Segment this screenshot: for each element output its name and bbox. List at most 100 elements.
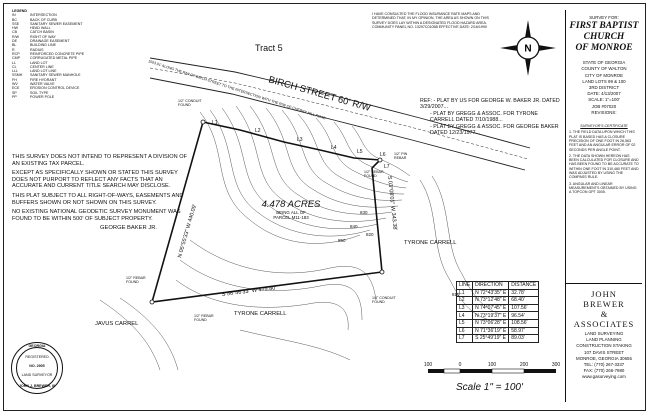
- firm-line-4: ASSOCIATES: [573, 319, 635, 329]
- references: REF: - PLAT BY US FOR GEORGE W. BAKER JR…: [420, 98, 560, 136]
- cell-distance: 32.78': [508, 288, 540, 298]
- legend-desc: CENTER LINE: [30, 64, 54, 69]
- addr-2: MONROE, GEORGIA 30655: [576, 355, 632, 361]
- cell-direction: N 74°07'45" E: [472, 303, 510, 313]
- tb-city: CITY OF MONROE: [584, 72, 624, 78]
- legend-abbr: BL: [12, 43, 17, 48]
- contour-label: 850: [338, 238, 346, 243]
- tb-county: COUNTY OF WALTON: [581, 66, 627, 72]
- north-arrow: N: [500, 20, 556, 76]
- tract-label: Tract 5: [255, 43, 283, 53]
- line-table-header: LINE DIRECTION DISTANCE: [455, 281, 540, 290]
- survey-notes: This survey does not intend to represent…: [12, 154, 190, 222]
- cell-direction: S 25°49'19" E: [472, 334, 510, 343]
- legend-abbr: FH: [12, 77, 17, 82]
- legend-abbr: CL: [12, 64, 17, 69]
- legend-abbr: LLL: [12, 69, 18, 74]
- north-letter: N: [524, 44, 531, 55]
- seal-name: JOHN J. BREWER, III: [19, 384, 55, 388]
- contour-line: [209, 109, 371, 237]
- legend-desc: FIRE HYDRANT: [30, 77, 57, 82]
- legend-abbr: CB: [12, 30, 17, 35]
- legend-desc: CORRUGATED METAL PIPE: [30, 56, 78, 61]
- scale-tick-label: 0: [459, 362, 462, 368]
- pin-label-ne: 1/2" REBAR FOUND: [364, 170, 384, 179]
- line-mark-l3: L3: [297, 137, 303, 143]
- seal-profession: LAND SURVEYOR: [21, 373, 53, 377]
- tel: TEL: (770) 267-3337: [583, 362, 625, 368]
- legend-desc: DRAINAGE EASEMENT: [30, 39, 70, 44]
- legend-desc: CATCH BASIN: [30, 30, 54, 35]
- legend-desc: INTERSECTION: [30, 13, 57, 18]
- legend-abbr: BC: [12, 17, 17, 22]
- seal-state: GEORGIA: [28, 344, 46, 348]
- line-mark-l6: L6: [380, 152, 386, 158]
- birch-street-row: [149, 57, 531, 171]
- svc-1: LAND SURVEYING: [584, 331, 624, 336]
- acreage-sub2: PARCEL M11-183: [273, 215, 309, 221]
- line-segment-labels: L1 L2 L3 L4 L5 L6 L7: [212, 120, 390, 170]
- property-boundary: [150, 121, 383, 303]
- legend-desc: RIGHT OF WAY: [30, 34, 56, 39]
- legend-abbr: LL: [12, 60, 16, 65]
- header-distance: DISTANCE: [508, 281, 540, 290]
- legend-desc: SANITARY SEWER MANHOLE: [30, 73, 81, 78]
- cell-direction: N 73°19'37" E: [472, 311, 510, 320]
- sheet-border: [3, 3, 646, 411]
- legend-abbr: DE: [12, 39, 17, 44]
- cell-direction: N 73°12'48" E: [472, 296, 510, 305]
- neighbor-tyrone-east: TYRONE CARRELL: [404, 240, 457, 246]
- firm-line-3: &: [600, 309, 608, 319]
- client-line-2: CHURCH: [583, 32, 625, 43]
- contour-line: [189, 239, 377, 301]
- scale-label: Scale 1" = 100': [456, 382, 523, 393]
- tb-district: 3RD DISTRICT: [588, 85, 620, 91]
- tb-revisions: REVISIONS:: [591, 109, 617, 115]
- legend-abbr: PP: [12, 94, 17, 99]
- legend-abbr: SP: [12, 90, 17, 95]
- contour-label: 830: [360, 210, 368, 215]
- acreage-sub1: BEING ALL OF: [276, 210, 306, 215]
- cell-line: L5: [455, 318, 474, 328]
- firm-block: JOHN BREWER & ASSOCIATES LAND SURVEYING …: [566, 289, 642, 381]
- contour-line: [315, 117, 407, 189]
- reference-1: REF: - PLAT BY US FOR GEORGE W. BAKER JR…: [420, 98, 560, 111]
- legend-row: CL CENTER LINE: [12, 65, 102, 69]
- note-3: This plat subject to all right-of-ways, …: [12, 192, 184, 206]
- pin-label-sw: 1/2" REBAR FOUND: [126, 276, 146, 285]
- reference-3: - PLAT BY GREGG & ASSOC. FOR GEORGE BAKE…: [430, 123, 559, 137]
- legend-abbr: SSE: [12, 21, 20, 26]
- legend-row: CB CATCH BASIN: [12, 30, 102, 34]
- acreage-block: 4.478 ACRES BEING ALL OF PARCEL M11-183: [256, 199, 326, 220]
- cell-line: L4: [455, 311, 474, 320]
- line-mark-l7: L7: [384, 164, 390, 170]
- scale-segment: [524, 369, 556, 373]
- note-4: No existing national geodetic survey mon…: [12, 209, 181, 222]
- legend-desc: SOIL TYPE: [30, 90, 49, 95]
- client-line-1: FIRST BAPTIST: [569, 21, 639, 32]
- website-link[interactable]: www.gasurveying.com: [582, 374, 626, 380]
- tb-date: DATE: 4/13/2007: [587, 91, 621, 97]
- legend-title: LEGEND: [12, 9, 27, 13]
- scale-tick-label: 100: [488, 362, 497, 368]
- street-south-edge: [149, 77, 526, 171]
- fax: FAX: (770) 266-7980: [583, 368, 625, 374]
- tb-scale: SCALE: 1"=100': [588, 97, 620, 103]
- legend-abbr: R/W: [12, 34, 19, 39]
- header-line: LINE: [455, 281, 474, 290]
- scale-segment: [491, 368, 525, 374]
- pin-label-nw: 1/2" CONDUIT FOUND: [178, 99, 202, 108]
- contour-line: [199, 111, 361, 244]
